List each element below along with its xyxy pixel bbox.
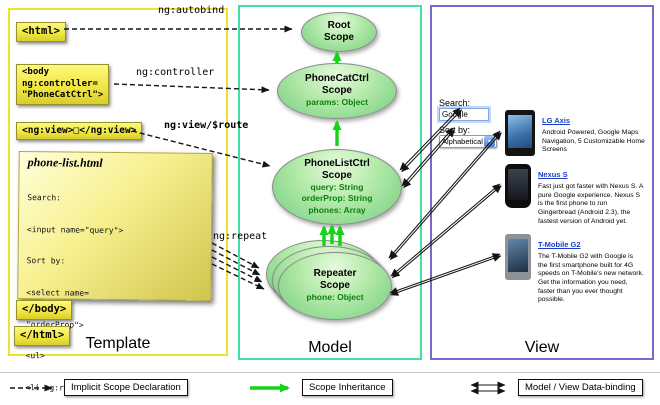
phone-text: LG Axis Android Powered, Google Maps Nav… [542, 110, 648, 156]
code-line: <ul> [25, 351, 45, 361]
code-line: Sort by: [26, 256, 66, 266]
sort-select[interactable]: Alphabetical ▼ [439, 135, 497, 148]
code-line: <select name= [26, 288, 89, 298]
repeater-scope-ellipse: Repeater Scope phone: Object [278, 252, 392, 320]
search-input[interactable] [439, 108, 489, 121]
phone-screen [508, 169, 528, 200]
sort-selected-value: Alphabetical [442, 137, 483, 146]
scope-property: orderProp: String [301, 193, 373, 204]
dropdown-arrow-icon: ▼ [484, 136, 495, 147]
phone-thumbnail[interactable] [505, 164, 531, 208]
ng-view-tag: <ng:view>□</ng:view> [16, 122, 143, 141]
phonelistctrl-scope-ellipse: PhoneListCtrl Scope query: String orderP… [272, 149, 402, 225]
scope-title: Repeater Scope [313, 268, 357, 291]
phone-list-note: phone-list.html Search: <input name="que… [17, 150, 213, 394]
note-code: Search: <input name="query"> Sort by: <s… [24, 172, 208, 405]
phone-thumbnail[interactable] [505, 110, 535, 156]
legend-label: Implicit Scope Declaration [64, 379, 188, 396]
scope-property: query: String [310, 182, 364, 193]
model-panel: Root Scope PhoneCatCtrl Scope params: Ob… [238, 5, 422, 360]
legend-implicit-scope: Implicit Scope Declaration [8, 379, 188, 396]
green-arrow-icon [250, 383, 290, 392]
body-close-tag: </body> [16, 300, 73, 320]
phone-description: The T-Mobile G2 with Google is the first… [538, 253, 644, 304]
phone-thumbnail[interactable] [505, 234, 531, 280]
scope-title: Root Scope [323, 20, 354, 43]
root-scope-ellipse: Root Scope [301, 12, 377, 52]
phone-description: Android Powered, Google Maps Navigation,… [542, 129, 645, 154]
dashed-arrow-icon [10, 384, 53, 391]
phonecatctrl-scope-ellipse: PhoneCatCtrl Scope params: Object [277, 63, 397, 119]
legend-scope-inheritance: Scope Inheritance [248, 379, 393, 396]
model-panel-label: Model [308, 339, 352, 356]
phone-text: Nexus S Fast just got faster with Nexus … [538, 164, 644, 226]
scope-title: PhoneListCtrl Scope [304, 158, 370, 181]
phone-name-link[interactable]: Nexus S [538, 170, 568, 179]
html-open-tag: <html> [16, 22, 66, 42]
phone-name-link[interactable]: T-Mobile G2 [538, 240, 581, 249]
template-panel: <html> <body ng:controller= "PhoneCatCtr… [8, 8, 228, 394]
sort-by-label: Sort by: [439, 125, 471, 135]
legend-label: Scope Inheritance [302, 379, 393, 396]
legend-data-binding: Model / View Data-binding [462, 379, 643, 396]
legend-separator [0, 372, 660, 373]
phone-list-item: T-Mobile G2 The T-Mobile G2 with Google … [505, 234, 653, 305]
template-panel-label: Template [85, 335, 151, 352]
search-label: Search: [439, 98, 471, 108]
html-close-tag: </html> [14, 326, 71, 346]
note-title: phone-list.html [27, 155, 103, 170]
legend-label: Model / View Data-binding [518, 379, 643, 396]
phone-text: T-Mobile G2 The T-Mobile G2 with Google … [538, 234, 644, 305]
code-line: Search: [27, 193, 62, 203]
scope-property: phone: Object [306, 292, 364, 303]
ng-autobind-label: ng:autobind [158, 5, 225, 16]
phone-name-link[interactable]: LG Axis [542, 116, 571, 125]
body-open-tag: <body ng:controller= "PhoneCatCtrl"> [16, 64, 110, 106]
phone-description: Fast just got faster with Nexus S. A pur… [538, 183, 644, 225]
ng-controller-label: ng:controller [136, 67, 215, 78]
ng-repeat-label: ng:repeat [213, 231, 268, 242]
phone-list-item: Nexus S Fast just got faster with Nexus … [505, 164, 653, 226]
phone-screen [508, 115, 532, 148]
phone-list-item: LG Axis Android Powered, Google Maps Nav… [505, 110, 653, 156]
code-line: <input name="query"> [26, 224, 124, 235]
scope-property: phones: Array [308, 204, 366, 215]
scope-property: params: Object [306, 97, 368, 108]
ng-view-route-label: ng:view/$route [164, 120, 249, 131]
phone-screen [508, 239, 528, 272]
view-panel: Search: Sort by: Alphabetical ▼ LG Axis … [430, 5, 654, 360]
scope-title: PhoneCatCtrl Scope [305, 73, 369, 96]
view-panel-label: View [524, 339, 560, 356]
double-arrow-icon [470, 381, 506, 394]
